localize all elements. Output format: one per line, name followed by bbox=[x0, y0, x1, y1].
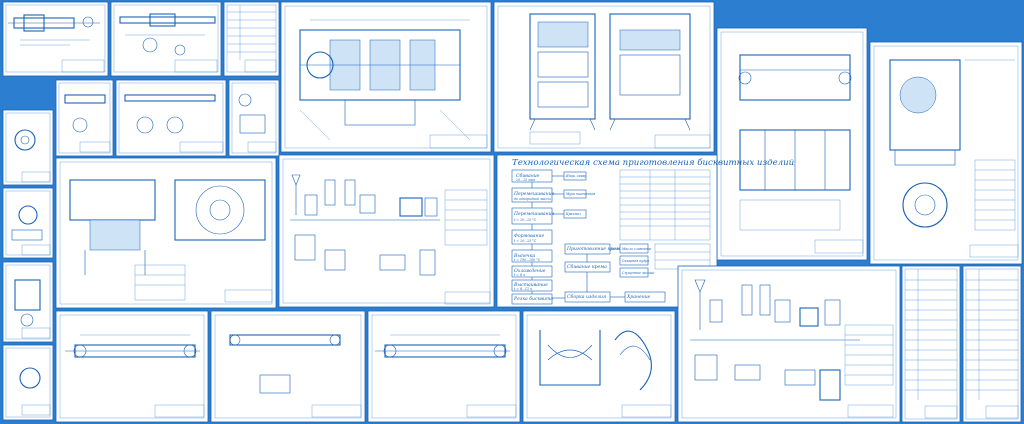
sheet-spec-table-2 bbox=[901, 265, 961, 423]
flow-input-6: Сгущенное молоко bbox=[619, 267, 654, 278]
flow-step-10: Сбивание крема bbox=[564, 261, 611, 273]
svg-text:t = 20...25 °С: t = 20...25 °С bbox=[514, 239, 537, 243]
sheet-shaft-part bbox=[2, 1, 109, 77]
sheet-process-line bbox=[278, 154, 495, 308]
svg-text:20...25 мин: 20...25 мин bbox=[515, 178, 535, 182]
svg-text:Выпечка: Выпечка bbox=[513, 253, 535, 259]
svg-text:Хранение: Хранение bbox=[626, 294, 651, 300]
sheet-part-3 bbox=[228, 79, 280, 157]
sheet-shaft-assembly-2 bbox=[210, 310, 366, 423]
sheet-shaft-long bbox=[110, 1, 222, 77]
flowchart-title: Технологическая схема приготовления биск… bbox=[512, 157, 794, 168]
svg-text:t = 8 ч: t = 8 ч bbox=[514, 273, 525, 277]
flow-step-4: Формование t = 20...25 °С bbox=[511, 229, 553, 245]
flow-step-11: Сборка изделия bbox=[564, 291, 611, 303]
svg-text:t = 8...12 ч: t = 8...12 ч bbox=[514, 287, 532, 291]
svg-text:Сбивание крема: Сбивание крема bbox=[567, 263, 607, 270]
flow-step-8: Резка бисквита bbox=[511, 293, 553, 305]
sheet-part-2 bbox=[115, 79, 227, 157]
sheet-left-col-4 bbox=[2, 344, 54, 421]
flow-input-1: Яйца, сахар bbox=[563, 171, 587, 181]
flow-input-3: Крахмал bbox=[563, 209, 587, 219]
flow-step-1: Сбивание 20...25 мин bbox=[511, 169, 553, 183]
flow-step-3: Перемешивание t = 20...25 °С bbox=[511, 207, 555, 225]
svg-text:Сгущенное молоко: Сгущенное молоко bbox=[622, 271, 654, 275]
svg-text:Перемешивание: Перемешивание bbox=[513, 191, 555, 197]
sheet-electric-cabinet bbox=[493, 1, 715, 153]
svg-text:Перемешивание: Перемешивание bbox=[513, 211, 555, 217]
svg-text:Сборка изделия: Сборка изделия bbox=[567, 293, 606, 300]
sheet-planetary-mixer bbox=[869, 41, 1023, 265]
flow-step-12: Хранение bbox=[624, 291, 666, 303]
sheet-beating-machine bbox=[55, 157, 277, 309]
sheet-spec-table-1 bbox=[223, 1, 280, 77]
svg-text:t = 190...200 °С: t = 190...200 °С bbox=[514, 258, 541, 262]
sheet-left-col-3 bbox=[2, 261, 54, 343]
svg-text:Резка бисквита: Резка бисквита bbox=[513, 295, 553, 302]
svg-text:Сбивание: Сбивание bbox=[516, 172, 540, 179]
sheet-part-1 bbox=[55, 79, 114, 157]
svg-text:Формование: Формование bbox=[514, 233, 544, 239]
flow-input-5: Сахарная пудра bbox=[619, 255, 649, 266]
sheet-shaft-assembly-1 bbox=[55, 310, 209, 423]
svg-text:t = 20...25 °С: t = 20...25 °С bbox=[514, 218, 537, 222]
svg-text:Крахмал: Крахмал bbox=[565, 212, 581, 216]
sheet-conveyor bbox=[716, 27, 868, 261]
sheet-shaft-assembly-3 bbox=[367, 310, 521, 423]
svg-text:Яйца, сахар: Яйца, сахар bbox=[565, 174, 586, 178]
sheet-gearbox-assembly bbox=[280, 1, 492, 153]
svg-text:Охлаждение: Охлаждение bbox=[514, 268, 546, 274]
flow-input-4: Масло сливочное bbox=[619, 243, 652, 254]
sheet-spec-table-3 bbox=[962, 265, 1022, 423]
svg-text:Масло сливочное: Масло сливочное bbox=[621, 247, 652, 251]
svg-text:Приготовление крема: Приготовление крема bbox=[566, 246, 623, 252]
svg-text:до однородной массы: до однородной массы bbox=[514, 197, 551, 201]
sheet-left-col-2 bbox=[2, 187, 54, 259]
sheet-beater-blade bbox=[522, 310, 676, 423]
flow-step-5: Выпечка t = 190...200 °С bbox=[511, 249, 553, 263]
flow-step-6: Охлаждение t = 8 ч bbox=[511, 265, 553, 278]
sheet-left-col-1 bbox=[2, 109, 54, 186]
flow-step-2: Перемешивание до однородной массы bbox=[511, 187, 555, 203]
sheet-process-line-2 bbox=[677, 265, 901, 423]
svg-text:Мука пшеничная: Мука пшеничная bbox=[565, 192, 595, 196]
flow-step-7: Выстаивание t = 8...12 ч bbox=[511, 279, 553, 292]
svg-text:Сахарная пудра: Сахарная пудра bbox=[622, 259, 649, 263]
svg-text:Выстаивание: Выстаивание bbox=[513, 282, 548, 288]
